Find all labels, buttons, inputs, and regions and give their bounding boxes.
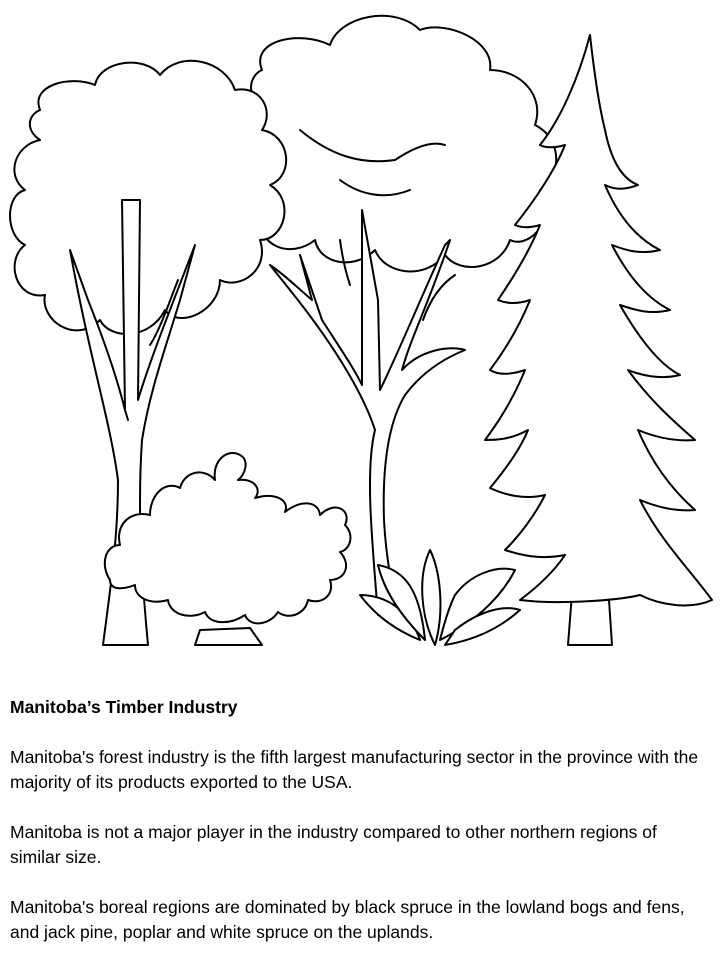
pine-tree xyxy=(484,34,713,646)
bush xyxy=(103,452,352,646)
pine-tree-body xyxy=(484,34,713,607)
deciduous-tree-middle xyxy=(237,14,558,621)
paragraph-3: Manitoba's boreal regions are dominated … xyxy=(10,897,685,942)
left-tree-canopy xyxy=(9,59,288,335)
middle-tree-trunk xyxy=(269,209,466,621)
left-tree-trunk xyxy=(69,199,196,646)
paragraph-1: Manitoba's forest industry is the fifth … xyxy=(10,747,699,792)
middle-tree-canopy xyxy=(237,14,558,273)
bush-body xyxy=(103,452,352,625)
small-plant xyxy=(359,549,521,646)
forest-illustration xyxy=(9,14,713,646)
deciduous-tree-left xyxy=(9,59,288,646)
document-title: Manitoba’s Timber Industry xyxy=(10,697,238,717)
paragraph-2: Manitoba is not a major player in the in… xyxy=(10,822,657,867)
document-text: Manitoba’s Timber Industry Manitoba's fo… xyxy=(10,695,700,970)
